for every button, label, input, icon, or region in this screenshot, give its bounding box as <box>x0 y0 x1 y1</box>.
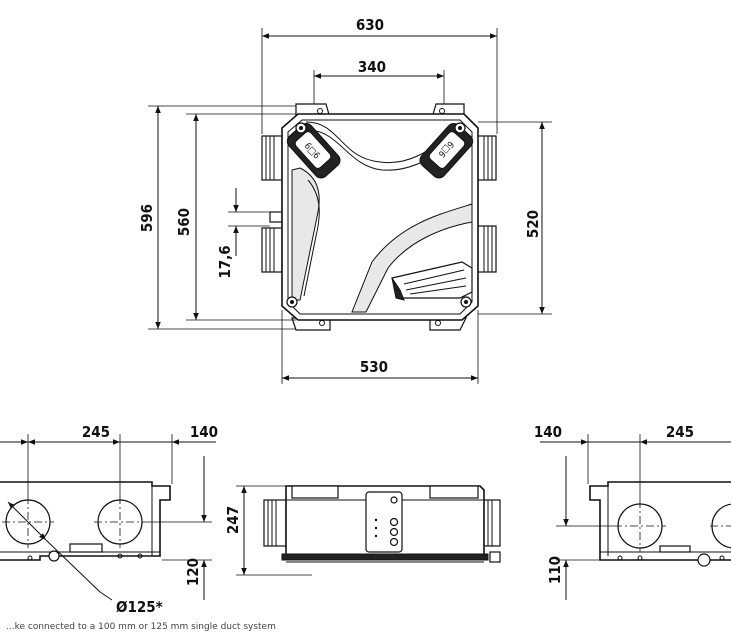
dim-630: 630 <box>356 16 384 34</box>
front-view: 247 <box>224 485 501 576</box>
dim-245-right: 245 <box>666 423 694 441</box>
side-view-right: 140 245 110 <box>534 423 731 600</box>
duct-circle <box>617 503 663 549</box>
dim-120: 120 <box>184 558 202 586</box>
duct-circle <box>97 499 143 545</box>
dim-140-left: 140 <box>190 423 218 441</box>
dim-530: 530 <box>360 358 388 376</box>
dim-140-right: 140 <box>534 423 562 441</box>
left-bottom-spigot <box>261 227 283 273</box>
dim-17-6: 17,6 <box>216 245 234 278</box>
footnote: ...ke connected to a 100 mm or 125 mm si… <box>6 622 276 632</box>
control-panel <box>365 491 403 553</box>
top-view: 6□6 6□6 630 340 596 560 <box>138 16 552 384</box>
dim-340: 340 <box>358 58 386 76</box>
side-view-left: Ø125* 245 140 120 <box>0 423 218 616</box>
right-bottom-spigot <box>475 225 497 273</box>
dim-560: 560 <box>175 208 193 236</box>
front-left-spigot <box>263 499 287 547</box>
drain-spigot <box>269 211 283 223</box>
dim-245-left: 245 <box>82 423 110 441</box>
left-top-spigot <box>261 135 283 181</box>
right-top-spigot <box>475 135 497 181</box>
diameter-label: Ø125* <box>116 598 163 616</box>
dim-110: 110 <box>546 556 564 584</box>
dim-596: 596 <box>138 204 156 232</box>
dim-247: 247 <box>224 506 242 534</box>
left-handle: 6□6 <box>286 123 341 179</box>
dim-520: 520 <box>524 210 542 238</box>
